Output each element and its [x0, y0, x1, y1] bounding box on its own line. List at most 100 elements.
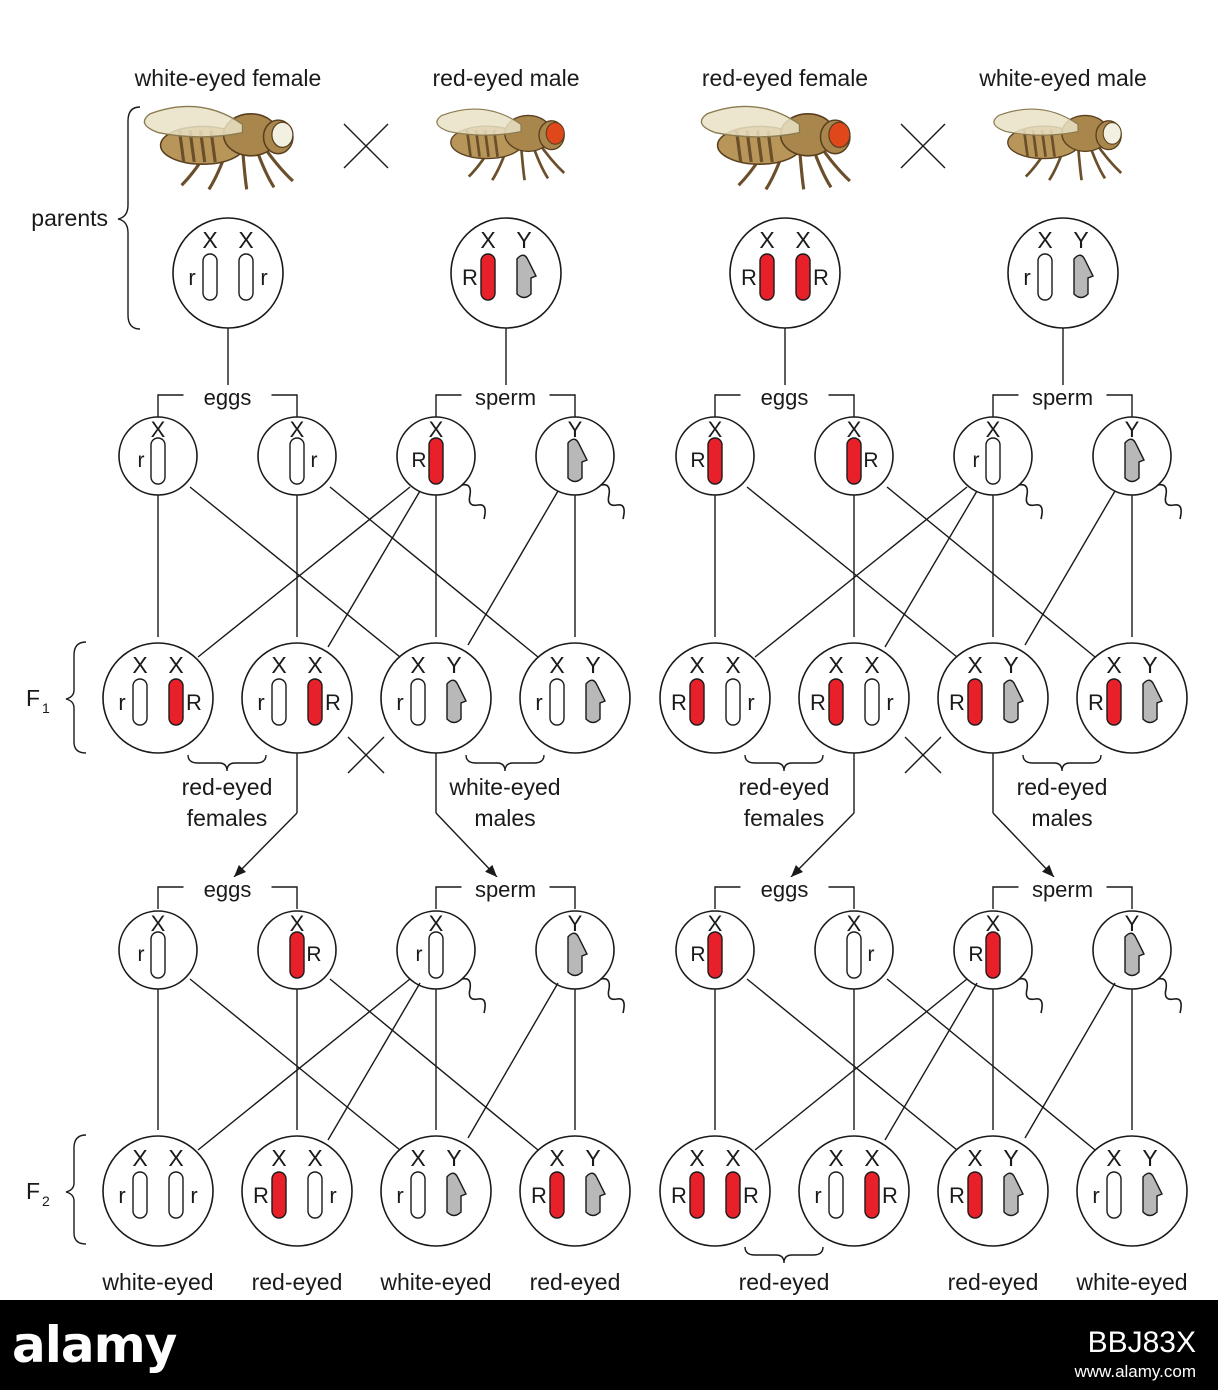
egg-cell: Xr — [118, 416, 198, 496]
chromosome-letter: X — [168, 1145, 183, 1171]
chromosome-letter: Y — [1003, 652, 1018, 678]
cell-circle — [380, 1135, 492, 1247]
female-parent-label: white-eyed female — [134, 65, 322, 91]
chromosome-letter: X — [759, 227, 774, 253]
x-chromosome — [846, 931, 862, 979]
allele-label: R — [531, 1183, 547, 1208]
allele-label: R — [690, 449, 705, 472]
egg-cell: Xr — [257, 416, 337, 496]
x-chromosome — [828, 678, 844, 726]
chromosome-letter: X — [1037, 227, 1052, 253]
allele-label: r — [973, 449, 980, 472]
allele-label: R — [462, 265, 478, 290]
x-chromosome — [150, 437, 166, 485]
f2-phenotype-label: white-eyed — [101, 1269, 213, 1295]
x-chromosome — [707, 931, 723, 979]
f1-females-brace — [187, 754, 267, 772]
eggs-bracket: eggs — [714, 385, 855, 417]
bracket-label-bg — [1018, 385, 1107, 411]
arrowhead — [1042, 864, 1054, 877]
x-chromosome — [549, 1171, 565, 1219]
sperm-tail — [461, 483, 486, 520]
y-chromosome — [1124, 932, 1145, 977]
gamete-group-label: eggs — [761, 877, 809, 902]
chromosome-letter: X — [151, 417, 166, 442]
sperm-tail — [461, 977, 486, 1014]
x-chromosome — [759, 253, 775, 301]
chromosome-letter: X — [1106, 1145, 1121, 1171]
y-chromosome — [585, 1172, 606, 1217]
allele-label: r — [138, 449, 145, 472]
f1-cross-symbol — [347, 736, 385, 774]
egg-cell: XR — [814, 416, 894, 496]
f1-group-label: females — [187, 805, 268, 831]
f1-group-label: red-eyed — [1017, 774, 1108, 800]
parent-cross-symbol — [900, 123, 946, 169]
allele-label: r — [118, 1183, 125, 1208]
f1-group-label: males — [474, 805, 535, 831]
allele-label: R — [690, 943, 705, 966]
alamy-logo: alamy — [12, 1316, 177, 1374]
allele-label: R — [863, 449, 878, 472]
cell-circle — [102, 642, 214, 754]
chromosome-letter: X — [795, 227, 810, 253]
chromosome-letter: Y — [1125, 911, 1140, 936]
chromosome-letter: X — [151, 911, 166, 936]
bracket-label-bg — [740, 385, 829, 411]
cell-circle — [659, 642, 771, 754]
allele-label: R — [949, 690, 965, 715]
sperm-bracket: sperm — [992, 385, 1133, 417]
f2-group-label: red-eyed — [739, 1269, 830, 1295]
chromosome-letter: Y — [585, 652, 600, 678]
f1-group-label: red-eyed — [182, 774, 273, 800]
arrowhead — [791, 864, 803, 877]
chromosome-letter: X — [967, 652, 982, 678]
chromosome-letter: X — [290, 911, 305, 936]
red-eye — [545, 122, 565, 145]
chromosome-letter: Y — [1073, 227, 1088, 253]
allele-label: r — [257, 690, 264, 715]
connector-line — [746, 978, 958, 1151]
f1-to-eggs-arrow — [233, 812, 298, 878]
connector-line — [884, 490, 978, 648]
chromosome-letter: X — [725, 1145, 740, 1171]
allele-label: R — [1088, 690, 1104, 715]
bracket-label-bg — [461, 385, 550, 411]
male-parent-label: red-eyed male — [432, 65, 579, 91]
egg-cell: Xr — [814, 910, 894, 990]
x-chromosome — [150, 931, 166, 979]
sperm-cell: Xr — [953, 416, 1043, 520]
allele-label: r — [535, 690, 542, 715]
x-chromosome — [707, 437, 723, 485]
cell-circle — [659, 1135, 771, 1247]
x-chromosome — [238, 253, 254, 301]
connector-line — [886, 978, 1096, 1151]
x-chromosome — [410, 1171, 426, 1219]
y-chromosome — [1003, 679, 1024, 724]
cell-circle — [519, 1135, 631, 1247]
chromosome-letter: X — [828, 652, 843, 678]
egg-cell: XR — [675, 416, 755, 496]
y-chromosome — [1124, 438, 1145, 483]
chromosome-letter: X — [986, 417, 1001, 442]
arrowhead — [234, 864, 246, 877]
egg-cell: XR — [675, 910, 755, 990]
f1-to-sperm-arrow — [992, 812, 1055, 878]
connector-line — [467, 490, 559, 646]
y-chromosome — [585, 679, 606, 724]
parents-label: parents — [31, 205, 108, 231]
bracket-label-bg — [183, 385, 272, 411]
chromosome-letter: X — [238, 227, 253, 253]
sperm-cell: Y — [535, 910, 625, 1014]
allele-label: r — [329, 1183, 336, 1208]
